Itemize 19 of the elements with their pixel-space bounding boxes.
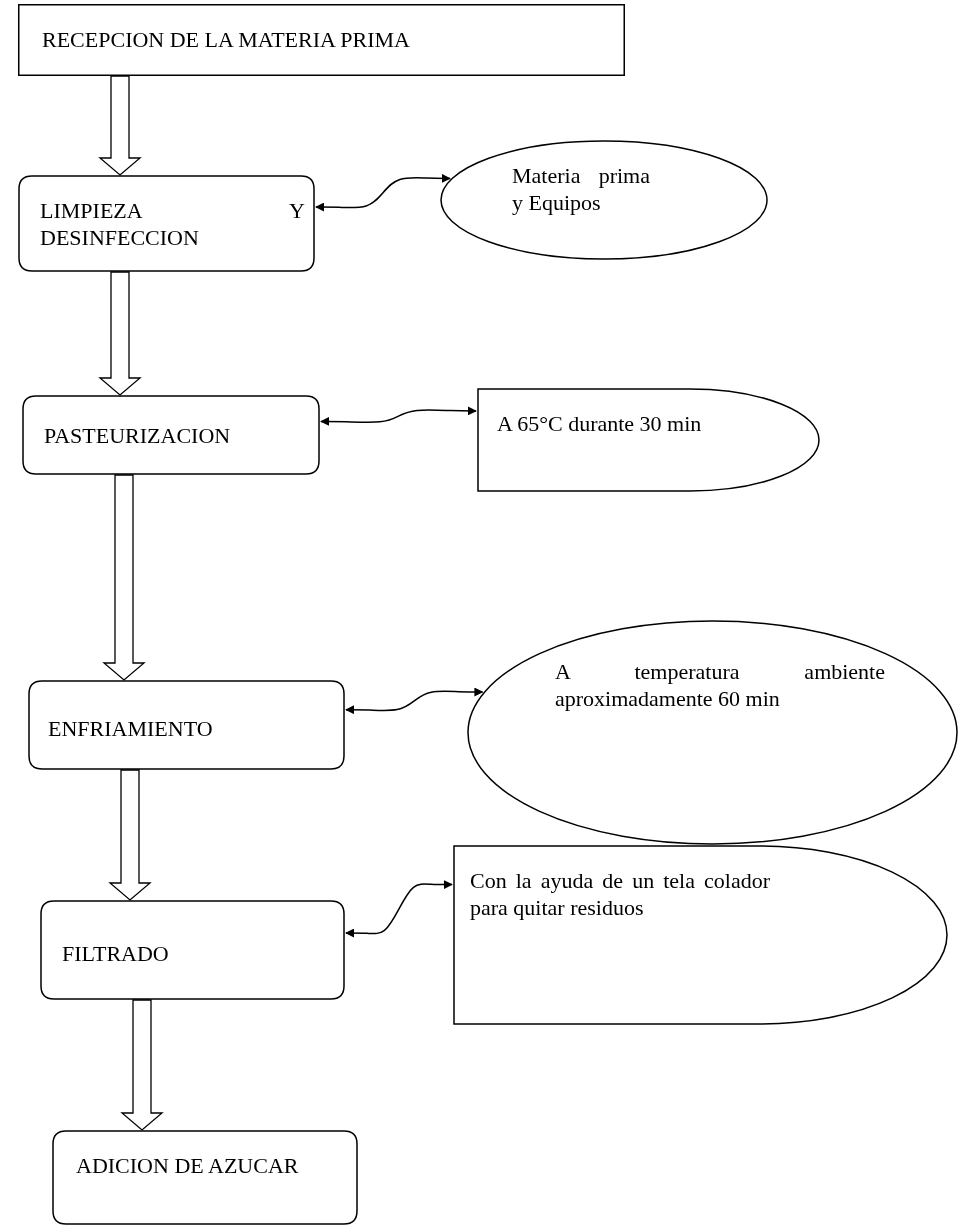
block-arrow [98,271,142,396]
step-label: RECEPCION DE LA MATERIA PRIMA [42,26,411,53]
step-label: A 65°C durante 30 min [497,410,703,437]
step-label: FILTRADO [62,940,170,967]
step-label: LIMPIEZA Y DESINFECCION [40,197,305,251]
step-label: Con la ayuda de un tela colador para quitar residuos [470,867,770,921]
step-label: Materia prima y Equipos [512,162,650,216]
step-label: ENFRIAMIENTO [48,715,214,742]
double-arrow [345,880,453,938]
step-label: ADICION DE AZUCAR [76,1152,300,1179]
step-label: A temperatura ambiente aproximadamente 60 min [555,658,885,712]
block-arrow [120,999,164,1131]
step-label: PASTEURIZACION [44,422,232,449]
double-arrow [320,406,477,426]
block-arrow [98,75,142,176]
block-arrow [108,769,152,901]
double-arrow [345,687,484,715]
double-arrow [315,173,451,212]
block-arrow [102,474,146,681]
